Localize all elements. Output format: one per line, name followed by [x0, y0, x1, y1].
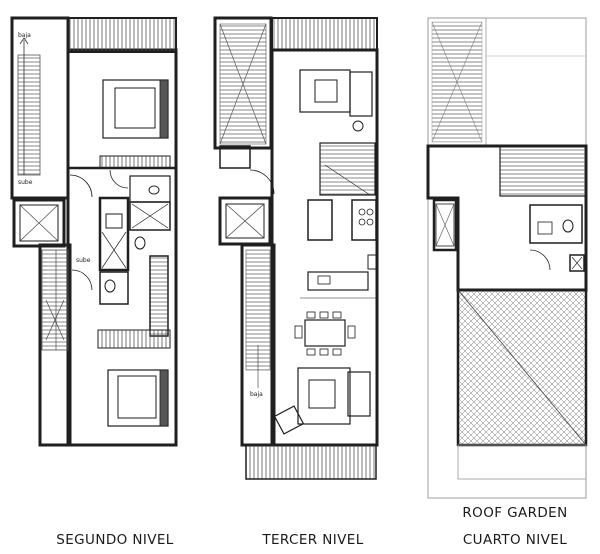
caption-cuarto-nivel: CUARTO NIVEL: [462, 532, 568, 548]
stair-label-sube: sube: [18, 179, 33, 186]
plan-roof-garden: [426, 17, 588, 499]
caption-tercer-nivel: TERCER NIVEL: [262, 532, 364, 548]
caption-segundo-nivel: SEGUNDO NIVEL: [56, 532, 174, 548]
plan-tercer-nivel: [213, 16, 379, 480]
stair-label-baja-3: baja: [250, 391, 263, 398]
stair-label-baja: baja: [18, 32, 31, 39]
stair-label-sube-lower: sube: [76, 257, 91, 264]
caption-roof-garden: ROOF GARDEN: [462, 505, 568, 521]
plan-segundo-nivel: [10, 16, 178, 447]
